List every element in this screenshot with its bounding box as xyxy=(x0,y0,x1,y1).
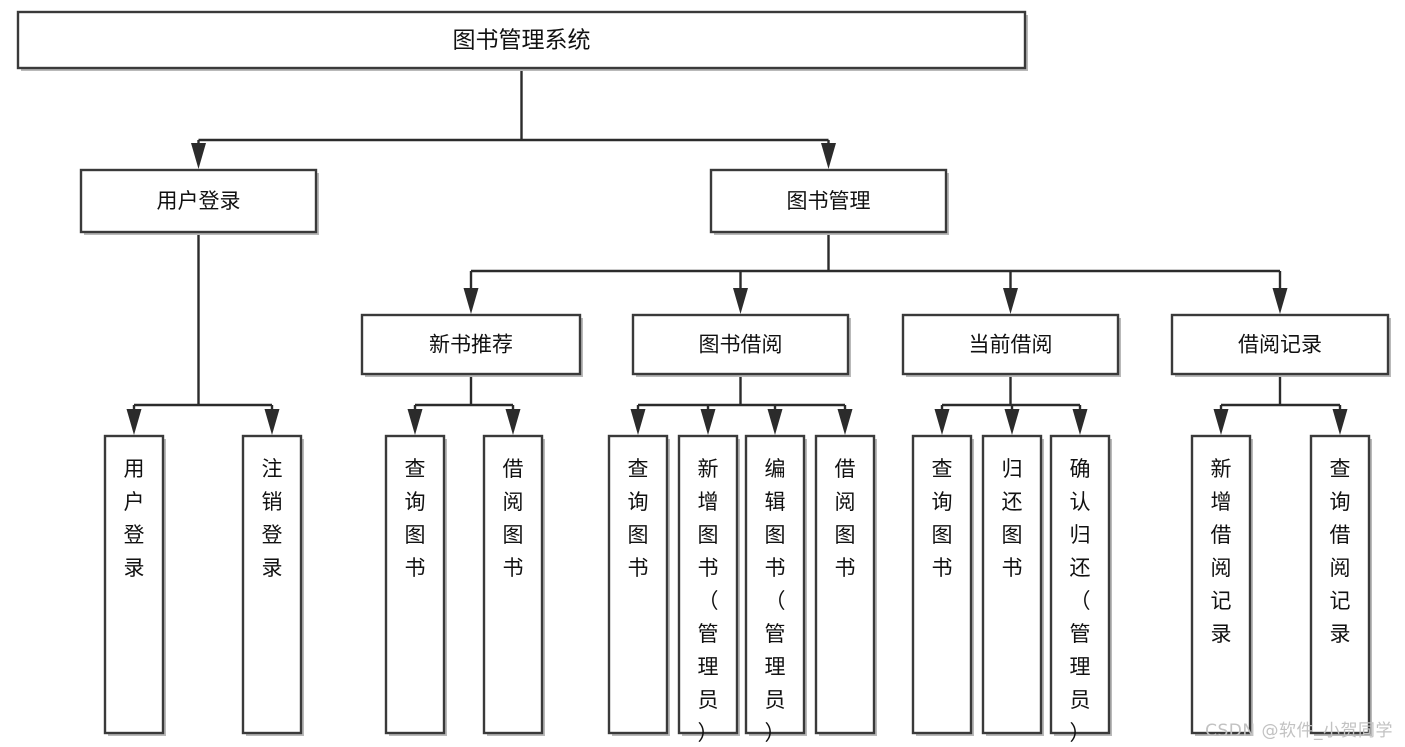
node-book-management[interactable]: 图书管理 xyxy=(709,168,948,234)
node-new-book-recommend[interactable]: 新书推荐 xyxy=(360,313,582,376)
node-user-logout-leaf[interactable]: 注销登录 xyxy=(241,434,303,735)
node-current-query-book[interactable]: 查询图书 xyxy=(911,434,973,735)
node-label-book-management: 图书管理 xyxy=(787,189,871,213)
node-label-borrow-add-book: 新增图书（管理员） xyxy=(698,457,719,745)
node-borrow-query-book[interactable]: 查询图书 xyxy=(607,434,669,735)
node-user-login-leaf[interactable]: 用户登录 xyxy=(103,434,165,735)
node-current-borrow[interactable]: 当前借阅 xyxy=(901,313,1120,376)
node-record-add[interactable]: 新增借阅记录 xyxy=(1190,434,1252,735)
nodes-layer: 图书管理系统用户登录用户登录注销登录图书管理新书推荐查询图书借阅图书图书借阅查询… xyxy=(16,10,1391,745)
node-label-borrow-borrow-book: 借阅图书 xyxy=(835,457,856,580)
node-borrow-records[interactable]: 借阅记录 xyxy=(1170,313,1390,376)
node-recommend-query-book[interactable]: 查询图书 xyxy=(384,434,446,735)
node-label-borrow-records: 借阅记录 xyxy=(1238,333,1322,357)
node-borrow-add-book[interactable]: 新增图书（管理员） xyxy=(677,434,739,745)
node-label-root: 图书管理系统 xyxy=(453,28,591,54)
node-label-user-login-leaf: 用户登录 xyxy=(124,457,145,580)
connectors-layer xyxy=(126,68,1348,435)
node-borrow-edit-book[interactable]: 编辑图书（管理员） xyxy=(744,434,806,745)
node-label-book-borrow: 图书借阅 xyxy=(699,333,783,357)
node-label-record-add: 新增借阅记录 xyxy=(1211,457,1232,646)
node-recommend-borrow-book[interactable]: 借阅图书 xyxy=(482,434,544,735)
node-current-return-book[interactable]: 归还图书 xyxy=(981,434,1043,735)
node-label-borrow-edit-book: 编辑图书（管理员） xyxy=(765,457,786,745)
node-label-current-query-book: 查询图书 xyxy=(932,457,953,580)
node-borrow-borrow-book[interactable]: 借阅图书 xyxy=(814,434,876,735)
node-label-user-logout-leaf: 注销登录 xyxy=(262,457,283,580)
node-record-query[interactable]: 查询借阅记录 xyxy=(1309,434,1371,735)
node-root[interactable]: 图书管理系统 xyxy=(16,10,1027,70)
node-label-user-login: 用户登录 xyxy=(157,189,241,213)
node-user-login[interactable]: 用户登录 xyxy=(79,168,318,234)
node-label-current-borrow: 当前借阅 xyxy=(969,333,1053,357)
node-label-current-return-book: 归还图书 xyxy=(1002,457,1023,580)
node-label-new-book-recommend: 新书推荐 xyxy=(429,333,513,357)
node-label-recommend-borrow-book: 借阅图书 xyxy=(503,457,524,580)
node-label-record-query: 查询借阅记录 xyxy=(1330,457,1351,646)
node-label-current-confirm-return: 确认归还（管理员） xyxy=(1070,457,1091,745)
watermark-label: CSDN @软件_小贺同学 xyxy=(1205,721,1393,741)
node-book-borrow[interactable]: 图书借阅 xyxy=(631,313,850,376)
node-label-recommend-query-book: 查询图书 xyxy=(405,457,426,580)
node-label-borrow-query-book: 查询图书 xyxy=(628,457,649,580)
node-current-confirm-return[interactable]: 确认归还（管理员） xyxy=(1049,434,1111,745)
